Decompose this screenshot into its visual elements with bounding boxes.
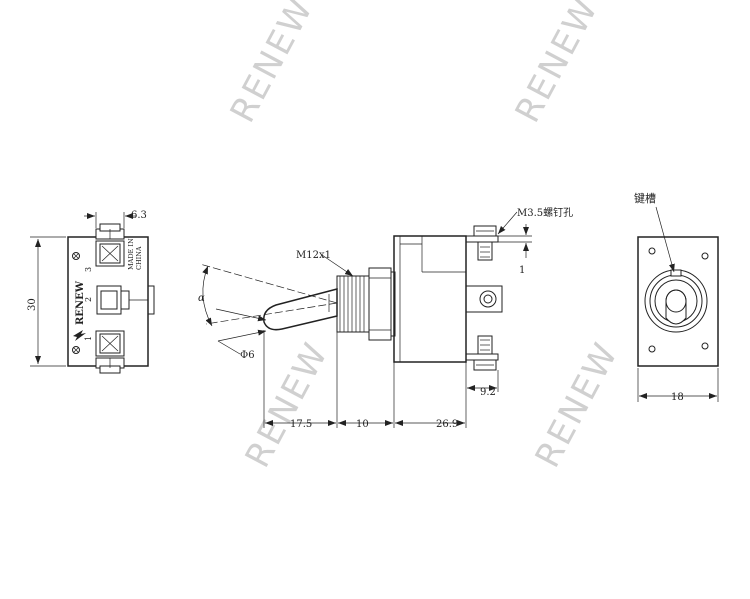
side-terminal-top	[465, 225, 499, 261]
watermark-top-right: RENEW	[508, 0, 607, 129]
angle-alpha-label: α	[198, 293, 205, 304]
front-height-dimension: 30	[27, 298, 38, 311]
bushing-length-dimension: 10	[356, 419, 369, 430]
toggle-lever	[263, 288, 338, 331]
end-hole-bottom-left	[648, 345, 656, 353]
side-view: α Φ6 M12x1	[198, 207, 573, 430]
end-view: 键槽 18	[634, 191, 719, 403]
end-hole-bottom-right	[701, 342, 709, 350]
keyway-notch	[670, 269, 682, 277]
terminal-middle	[96, 285, 155, 315]
side-terminal-bottom	[465, 335, 499, 371]
watermark-top-left: RENEW	[223, 0, 322, 129]
lever-length-dimension: 17.5	[290, 419, 312, 430]
end-hole-top-left	[648, 247, 656, 255]
made-in-line2: CHINA	[135, 246, 143, 270]
terminal-label-3: 3	[84, 267, 93, 272]
screw-gap-dimension: 1	[519, 265, 525, 276]
terminal-label-2: 2	[84, 297, 93, 302]
mount-hole-bottom	[72, 346, 80, 354]
thread-label: M12x1	[296, 250, 331, 261]
renew-logo-mark	[73, 330, 86, 341]
terminal-top	[95, 223, 125, 267]
terminal-width-dimension: 9.2	[480, 387, 496, 398]
end-body-outline	[637, 236, 719, 367]
screw-hole-label: M3.5螺钉孔	[517, 207, 573, 219]
terminal-label-1: 1	[84, 336, 93, 341]
keyway-label: 键槽	[634, 191, 656, 205]
watermark-group: RENEW RENEW RENEW RENEW	[223, 0, 627, 474]
hex-nut	[368, 267, 392, 341]
body-length-dimension: 26.9	[436, 419, 458, 430]
lever-diameter-label: Φ6	[240, 350, 255, 361]
end-width-dimension: 18	[671, 392, 684, 403]
lever-angle-line-upper	[199, 263, 338, 304]
terminal-spacing-dimension: 6.3	[131, 210, 147, 221]
side-body-outline	[393, 235, 467, 363]
brand-label: RENEW	[75, 280, 86, 325]
side-terminal-middle	[465, 285, 503, 313]
lever-angle-line-lower	[205, 302, 338, 325]
made-in-line1: MADE IN	[127, 238, 135, 270]
end-hole-top-right	[701, 252, 709, 260]
watermark-bottom-right: RENEW	[528, 336, 627, 475]
mount-hole-top	[72, 252, 80, 260]
terminal-bottom	[95, 330, 125, 374]
front-view: 3 2 1 RENEW MADE IN CHINA 30 6.3	[27, 210, 155, 374]
